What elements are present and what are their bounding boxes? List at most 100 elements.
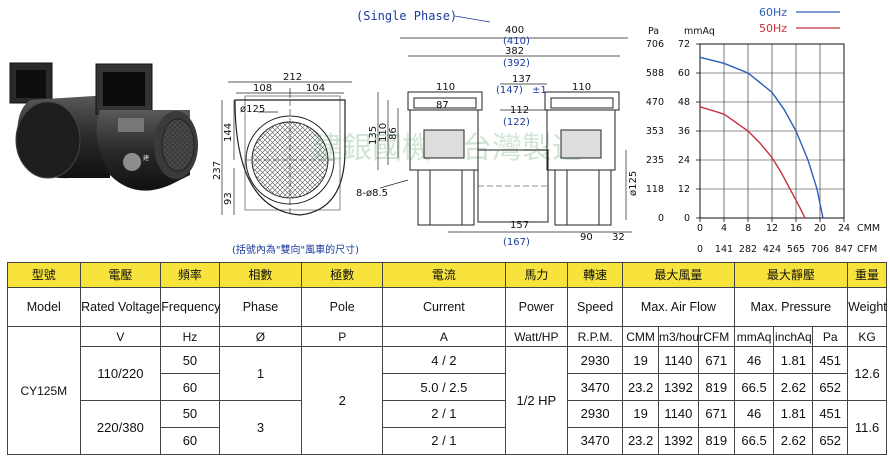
legend-60hz: 60Hz: [759, 6, 787, 19]
dim-span-alt: (392): [503, 58, 530, 69]
side-view-drawing: [221, 81, 352, 216]
x-tick-cmm: 20: [814, 223, 826, 234]
th-speed-en: Speed: [567, 286, 624, 328]
hz-cell: 60: [160, 426, 220, 456]
th-airflow-zh: 最大風量: [622, 262, 735, 288]
dim-side-left: 108: [253, 83, 272, 94]
inchaq-cell: 1.81: [773, 346, 814, 375]
x-tick-cmm: 12: [766, 223, 778, 234]
x-tick-cfm: 424: [763, 244, 781, 255]
voltage-cell: 110/220: [79, 346, 162, 401]
m3h-cell: 1140: [657, 400, 699, 428]
rpm-cell: 3470: [567, 373, 624, 401]
cfm-cell: 819: [697, 373, 735, 401]
unit-m3h: m3/hour: [657, 326, 703, 348]
th-phase-zh: 相數: [218, 262, 303, 288]
dim-diameter: ø125: [628, 171, 639, 196]
mmaq-cell: 46: [733, 346, 775, 375]
dim-total: 400: [505, 25, 524, 36]
cfm-cell: 671: [697, 346, 735, 375]
x-tick-cmm: 8: [745, 223, 751, 234]
th-model-zh: 型號: [7, 262, 81, 288]
th-airflow-en: Max. Air Flow: [622, 286, 735, 328]
header-row-english: Model Rated Voltage Frequency Phase Pole…: [7, 286, 887, 328]
cmm-cell: 19: [622, 400, 659, 428]
rpm-cell: 3470: [567, 426, 624, 456]
legend-50hz: 50Hz: [759, 22, 787, 35]
phase-label: (Single Phase): [356, 9, 457, 23]
performance-chart: 7270660588484703635324235121180000414182…: [646, 6, 880, 255]
pa-cell: 451: [812, 346, 849, 375]
dim-outlet-inner: 87: [436, 100, 449, 111]
dim-foot2: 32: [612, 232, 625, 243]
unit-pa: Pa: [812, 326, 849, 348]
table-row: 60 5.0 / 2.5 3470 23.2 1392 819 66.5 2.6…: [8, 373, 887, 401]
current-cell: 2 / 1: [382, 426, 506, 456]
x-tick-cfm: 565: [787, 244, 805, 255]
mmaq-cell: 46: [733, 400, 775, 428]
th-weight-zh: 重量: [847, 262, 887, 288]
y-tick-pa: 235: [646, 155, 664, 166]
th-frequency-en: Frequency: [160, 286, 220, 328]
dim-tolerance: ±1: [532, 85, 547, 96]
model-cell: CY125M: [7, 326, 81, 455]
y-tick-mmaq: 12: [678, 184, 690, 195]
power-cell: 1/2 HP: [504, 346, 569, 455]
cfm-cell: 819: [697, 426, 735, 456]
header-row-units: CY125M V Hz Ø P A Watt/HP R.P.M. CMM m3/…: [7, 326, 887, 455]
drawings-area: 建 212 108 104 ø125 237 144 93 (括號內為"雙向"風…: [9, 6, 880, 256]
y-tick-mmaq: 72: [678, 39, 690, 50]
header-row-chinese: 型號 電壓 頻率 相數 極數 電流 馬力 轉速 最大風量 最大靜壓 重量: [7, 262, 887, 288]
dim-center-alt: (147): [496, 85, 523, 96]
dim-h2: 110: [378, 123, 389, 142]
x-tick-cmm: 0: [697, 223, 703, 234]
phase-cell: 1: [218, 346, 303, 401]
unit-voltage: V: [79, 326, 162, 348]
th-current-en: Current: [382, 286, 506, 328]
y-axis-label-mmaq: mmAq: [684, 26, 715, 37]
x-tick-cfm: 847: [835, 244, 853, 255]
m3h-cell: 1392: [657, 373, 699, 401]
inchaq-cell: 2.62: [773, 373, 814, 401]
y-tick-pa: 706: [646, 39, 664, 50]
mmaq-cell: 66.5: [733, 373, 775, 401]
th-power-zh: 馬力: [504, 262, 569, 288]
table-row: 110/220 50 1 2 4 / 2 1/2 HP 2930 19 1140…: [8, 346, 887, 455]
y-tick-mmaq: 36: [678, 126, 690, 137]
unit-current: A: [382, 326, 506, 348]
dim-side-diameter: ø125: [240, 104, 265, 115]
x-axis-label-cfm: CFM: [857, 244, 877, 255]
th-power-en: Power: [504, 286, 569, 328]
th-pole-en: Pole: [301, 286, 384, 328]
pa-cell: 652: [812, 426, 849, 456]
dim-h3: 86: [388, 127, 399, 140]
x-axis-label-cmm: CMM: [857, 223, 880, 234]
current-cell: 2 / 1: [382, 400, 506, 428]
x-tick-cfm: 0: [697, 244, 703, 255]
cfm-cell: 671: [697, 400, 735, 428]
product-photo: 建: [9, 62, 198, 191]
dimension-note: (括號內為"雙向"風車的尺寸): [232, 243, 359, 256]
current-cell: 4 / 2: [382, 346, 506, 375]
pa-cell: 451: [812, 400, 849, 428]
pa-cell: 652: [812, 373, 849, 401]
th-weight-en: Weight: [847, 286, 887, 328]
dim-outlet-right: 110: [572, 82, 591, 93]
unit-speed: R.P.M.: [567, 326, 624, 348]
unit-inchaq: inchAq: [773, 326, 814, 348]
th-voltage-en: Rated Voltage: [79, 286, 162, 328]
cmm-cell: 23.2: [622, 426, 659, 456]
th-speed-zh: 轉速: [567, 262, 624, 288]
dim-foot: 90: [580, 232, 593, 243]
table-row: 60 2 / 1 3470 23.2 1392 819 66.5 2.62 65…: [8, 426, 887, 456]
pole-cell: 2: [301, 346, 384, 455]
phase-cell: 3: [218, 400, 303, 455]
inchaq-cell: 1.81: [773, 400, 814, 428]
legend: 60Hz 50Hz: [759, 6, 840, 35]
hz-cell: 60: [160, 373, 220, 401]
series-line-50hz: [699, 106, 806, 219]
kg-cell: 11.6: [847, 400, 887, 455]
dim-span: 382: [505, 46, 524, 57]
dim-h1: 135: [368, 126, 379, 145]
dim-side-height: 237: [212, 161, 223, 180]
